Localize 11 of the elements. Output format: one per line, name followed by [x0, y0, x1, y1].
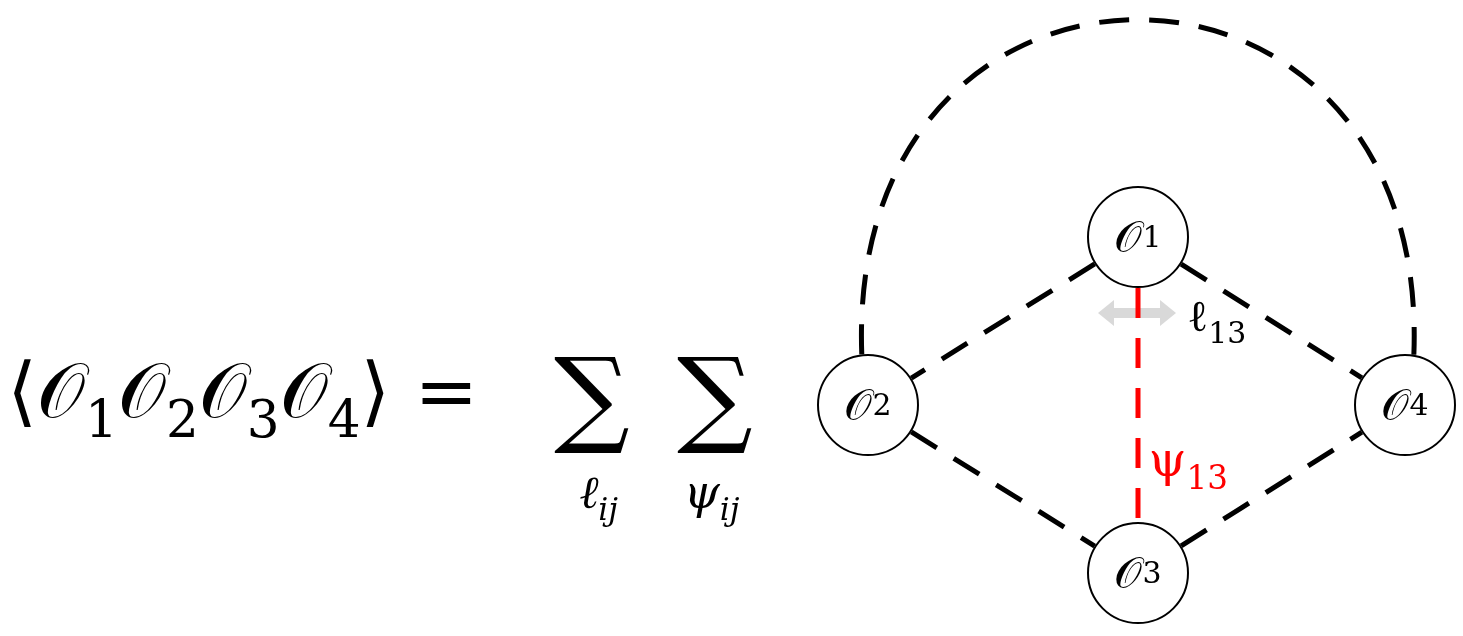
connector	[909, 261, 1097, 381]
length-label: ℓ$_{13}$	[1186, 288, 1248, 348]
sum-sign: ∑	[553, 334, 631, 461]
sum-sign: ∑	[676, 334, 754, 461]
equation: ⟨𝒪$_{1}$𝒪$_{2}$𝒪$_{3}$𝒪$_{4}$⟩ =	[6, 344, 480, 445]
connector	[859, 17, 1417, 355]
edge-label: ψ$_{13}$	[1147, 429, 1229, 494]
connector	[1179, 262, 1364, 380]
sum-index: ψ$_{ij}$	[682, 463, 741, 526]
connector	[909, 429, 1097, 549]
sum-index: ℓ$_{ij}$	[578, 463, 620, 526]
